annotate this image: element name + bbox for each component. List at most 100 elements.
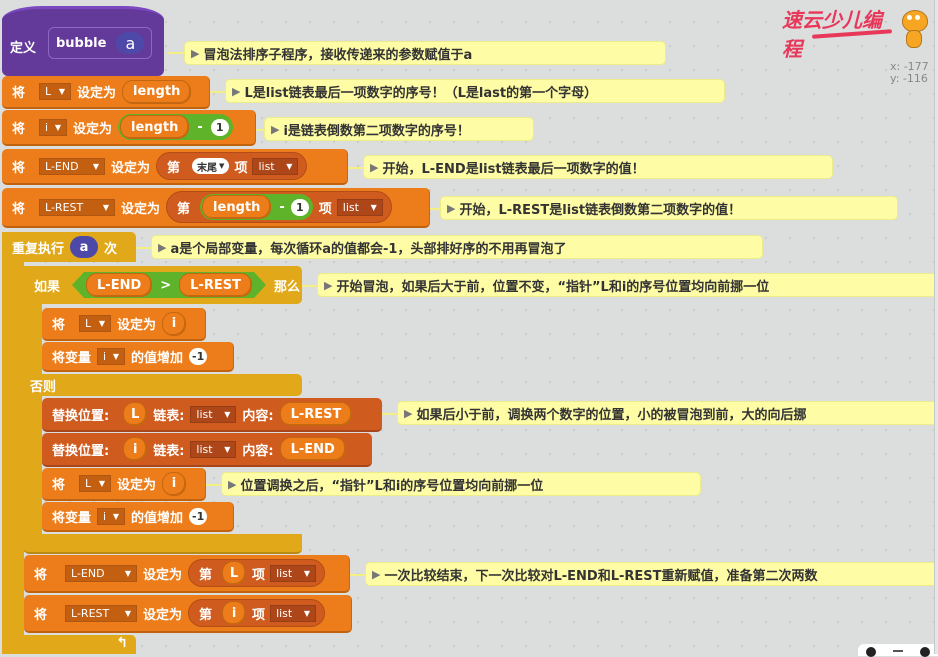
collapse-triangle-icon[interactable]: ▶ xyxy=(232,84,241,98)
length-reporter[interactable]: length xyxy=(202,195,272,219)
var-dropdown-LEND[interactable]: L-END▼ xyxy=(65,564,138,582)
collapse-triangle-icon[interactable]: ▶ xyxy=(404,406,413,420)
subtract-operator[interactable]: length - 1 xyxy=(200,194,313,220)
comment-6[interactable]: ▶a是个局部变量，每次循环a的值都会-1，头部排好序的不用再冒泡了 xyxy=(151,235,763,259)
collapse-triangle-icon[interactable]: ▶ xyxy=(372,567,381,581)
LEND-reporter[interactable]: L-END xyxy=(86,273,152,297)
list-dropdown[interactable]: list▼ xyxy=(190,440,237,458)
list-label: 链表: xyxy=(153,408,185,424)
LEND-reporter[interactable]: L-END xyxy=(279,437,346,461)
var-dropdown-i[interactable]: i▼ xyxy=(39,118,68,136)
number-input[interactable]: -1 xyxy=(189,507,208,525)
set-L-block[interactable]: 将 L▼ 设定为 length xyxy=(2,76,210,109)
comment-3[interactable]: ▶i是链表倒数第二项数字的序号！ xyxy=(264,117,534,141)
if-set-L-block[interactable]: 将 L▼ 设定为 i xyxy=(42,308,206,341)
by-label: 的值增加 xyxy=(131,510,184,526)
collapse-triangle-icon[interactable]: ▶ xyxy=(158,240,167,254)
replace-item-block-1[interactable]: 替换位置: L 链表: list▼ 内容: L-REST xyxy=(42,398,382,432)
change-label: 将变量 xyxy=(52,350,92,366)
collapse-triangle-icon[interactable]: ▶ xyxy=(228,477,237,491)
comment-10[interactable]: ▶一次比较结束，下一次比较对L-END和L-REST重新赋值，准备第二次两数 xyxy=(365,562,938,586)
var-dropdown-LREST[interactable]: L-REST▼ xyxy=(65,604,138,622)
i-reporter[interactable]: i xyxy=(222,601,247,625)
else-change-i-block[interactable]: 将变量 i▼ 的值增加 -1 xyxy=(42,502,234,532)
define-prototype[interactable]: bubble a xyxy=(48,27,152,59)
chevron-down-icon: ▼ xyxy=(98,319,106,328)
LREST-reporter[interactable]: L-REST xyxy=(279,402,353,426)
collapse-triangle-icon[interactable]: ▶ xyxy=(447,201,456,215)
chevron-down-icon: ▼ xyxy=(92,161,100,171)
L-reporter[interactable]: L xyxy=(222,561,247,585)
greater-than-operator[interactable]: L-END > L-REST xyxy=(72,272,266,298)
list-dropdown[interactable]: list▼ xyxy=(252,157,299,175)
zoom-reset-icon[interactable] xyxy=(892,650,903,652)
subtract-operator[interactable]: length - 1 xyxy=(118,114,233,140)
if-change-i-block[interactable]: 将变量 i▼ 的值增加 -1 xyxy=(42,342,234,372)
collapse-triangle-icon[interactable]: ▶ xyxy=(324,278,333,292)
var-dropdown-i[interactable]: i▼ xyxy=(97,347,126,365)
set-i-block[interactable]: 将 i▼ 设定为 length - 1 xyxy=(2,110,256,146)
number-input[interactable]: 1 xyxy=(210,118,229,136)
var-dropdown-L[interactable]: L▼ xyxy=(79,315,112,332)
var-dropdown-i[interactable]: i▼ xyxy=(97,507,126,525)
vertical-scrollbar[interactable] xyxy=(934,0,938,654)
comment-connector xyxy=(348,167,364,169)
param-a-reporter[interactable]: a xyxy=(70,236,99,258)
item-of-list-reporter[interactable]: 第 末尾▼ 项 list▼ xyxy=(156,152,308,180)
if-block-header[interactable]: 如果 L-END > L-REST 那么 xyxy=(24,266,302,304)
repeat-c-block[interactable] xyxy=(2,232,24,650)
comment-8[interactable]: ▶如果后小于前，调换两个数字的位置，小的被冒泡到前，大的向后挪 xyxy=(397,401,938,425)
set-LREST-block-2[interactable]: 将 L-REST▼ 设定为 第 i 项 list▼ xyxy=(24,595,352,633)
comment-7[interactable]: ▶开始冒泡，如果后大于前，位置不变，“指针”L和i的序号位置均向前挪一位 xyxy=(317,273,938,297)
item-of-list-reporter[interactable]: 第 L 项 list▼ xyxy=(188,559,326,587)
item-of-list-reporter[interactable]: 第 length - 1 项 list▼ xyxy=(166,191,392,223)
comment-connector xyxy=(302,285,318,287)
var-dropdown-L[interactable]: L▼ xyxy=(79,475,112,492)
i-reporter[interactable]: i xyxy=(162,471,187,496)
comment-connector xyxy=(210,91,226,93)
chevron-down-icon: ▼ xyxy=(370,202,377,212)
length-reporter[interactable]: length xyxy=(120,115,190,139)
list-dropdown[interactable]: list▼ xyxy=(270,604,317,622)
var-dropdown-L[interactable]: L▼ xyxy=(39,83,72,100)
zoom-out-icon[interactable] xyxy=(866,647,877,657)
sprite-cat-icon[interactable] xyxy=(896,6,930,50)
comment-9[interactable]: ▶位置调换之后，“指针”L和i的序号位置均向前挪一位 xyxy=(221,472,701,496)
comment-1[interactable]: ▶冒泡法排序子程序，接收传递来的参数赋值于a xyxy=(184,41,666,65)
comment-2[interactable]: ▶L是list链表最后一项数字的序号！（L是last的第一个字母） xyxy=(225,79,725,103)
item-of-list-reporter[interactable]: 第 i 项 list▼ xyxy=(188,599,326,627)
comment-connector xyxy=(350,574,366,576)
to-label: 设定为 xyxy=(73,121,113,137)
i-reporter[interactable]: i xyxy=(162,311,187,336)
else-set-L-block[interactable]: 将 L▼ 设定为 i xyxy=(42,468,206,501)
var-dropdown-LEND[interactable]: L-END▼ xyxy=(39,157,106,175)
length-reporter[interactable]: length xyxy=(122,79,192,104)
list-dropdown[interactable]: list▼ xyxy=(336,198,383,216)
if-else-block[interactable] xyxy=(24,266,42,552)
i-reporter[interactable]: i xyxy=(123,437,148,461)
comment-5[interactable]: ▶开始，L-REST是list链表倒数第二项数字的值！ xyxy=(440,196,898,220)
chevron-down-icon: ▼ xyxy=(124,568,132,578)
L-reporter[interactable]: L xyxy=(123,402,148,426)
collapse-triangle-icon[interactable]: ▶ xyxy=(191,46,200,60)
set-LEND-block-2[interactable]: 将 L-END▼ 设定为 第 L 项 list▼ xyxy=(24,555,350,593)
comment-4[interactable]: ▶开始，L-END是list链表最后一项数字的值！ xyxy=(363,155,833,179)
replace-item-block-2[interactable]: 替换位置: i 链表: list▼ 内容: L-END xyxy=(42,433,372,467)
var-dropdown-LREST[interactable]: L-REST▼ xyxy=(39,198,116,216)
collapse-triangle-icon[interactable]: ▶ xyxy=(271,122,280,136)
param-a[interactable]: a xyxy=(116,32,145,54)
comment-connector xyxy=(168,52,184,54)
set-LEND-block[interactable]: 将 L-END▼ 设定为 第 末尾▼ 项 list▼ xyxy=(2,149,348,185)
LREST-reporter[interactable]: L-REST xyxy=(179,273,252,297)
zoom-in-icon[interactable] xyxy=(919,647,930,657)
list-dropdown[interactable]: list▼ xyxy=(270,564,317,582)
comment-connector xyxy=(430,208,442,210)
set-LREST-block[interactable]: 将 L-REST▼ 设定为 第 length - 1 项 list▼ xyxy=(2,188,430,228)
index-dropdown[interactable]: 末尾▼ xyxy=(192,158,230,174)
collapse-triangle-icon[interactable]: ▶ xyxy=(370,160,379,174)
number-input[interactable]: 1 xyxy=(290,198,309,216)
repeat-block-header[interactable]: 重复执行 a 次 xyxy=(2,232,136,262)
list-dropdown[interactable]: list▼ xyxy=(190,405,237,423)
number-input[interactable]: -1 xyxy=(189,347,208,365)
list-label: 链表: xyxy=(153,443,185,459)
